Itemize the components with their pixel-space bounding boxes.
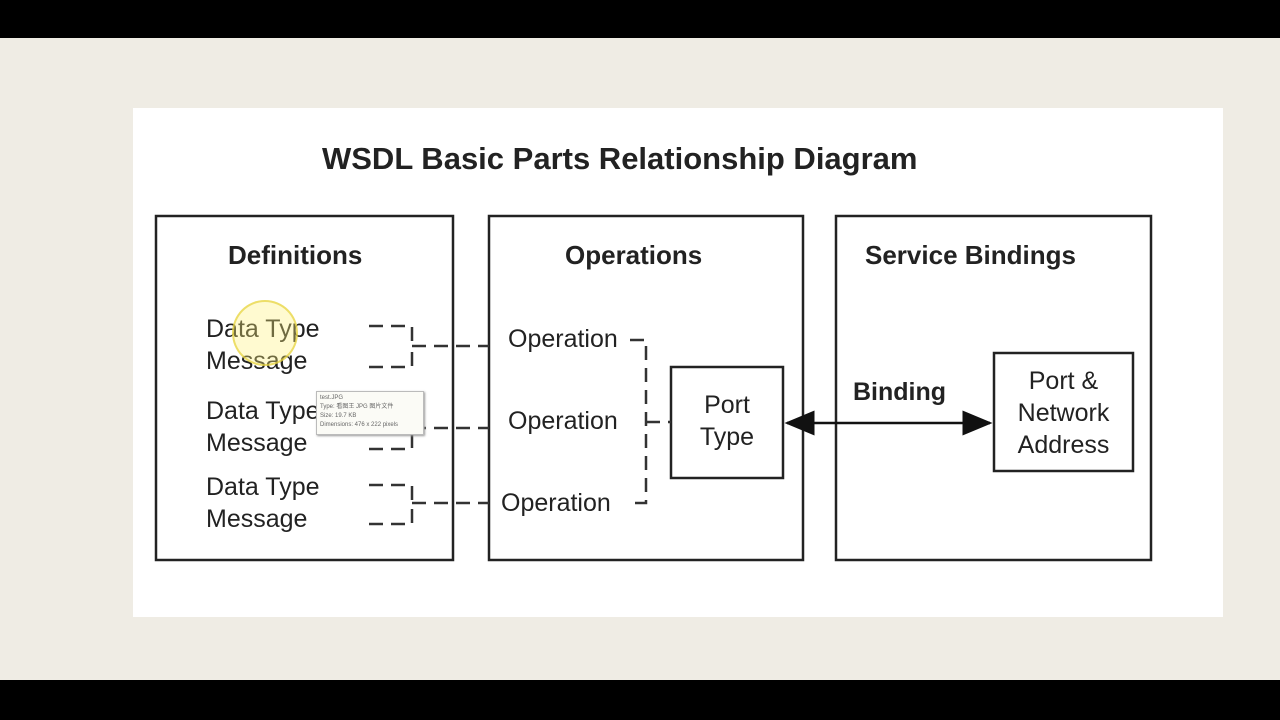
port-address-label: Port & Network Address — [1017, 367, 1110, 459]
tooltip-line: Type: 看图王 JPG 图片文件 — [320, 404, 394, 410]
definitions-box — [154, 214, 455, 562]
service-bindings-heading: Service Bindings — [865, 240, 1076, 270]
operations-box — [487, 214, 805, 562]
operations-heading: Operations — [565, 240, 703, 270]
diagram-panel — [133, 108, 1223, 617]
operation-label: Operation — [501, 489, 611, 517]
letterbox-top — [0, 0, 1280, 38]
diagram-title: WSDL Basic Parts Relationship Diagram — [322, 141, 918, 176]
port-address-box — [992, 351, 1135, 473]
definitions-heading: Definitions — [228, 240, 363, 270]
file-tooltip: test.JPG Type: 看图王 JPG 图片文件 Size: 19.7 K… — [316, 391, 424, 435]
service-bindings-box — [834, 214, 1153, 562]
operation-label: Operation — [508, 407, 618, 435]
binding-label: Binding — [853, 378, 947, 406]
tooltip-line: Dimensions: 476 x 222 pixels — [320, 422, 399, 428]
port-type-label: Port Type — [699, 391, 755, 451]
operation-label: Operation — [508, 325, 618, 353]
tooltip-line: Size: 19.7 KB — [320, 413, 357, 419]
letterbox-bottom — [0, 680, 1280, 720]
cursor-highlight — [232, 300, 298, 366]
tooltip-line: test.JPG — [320, 395, 344, 401]
